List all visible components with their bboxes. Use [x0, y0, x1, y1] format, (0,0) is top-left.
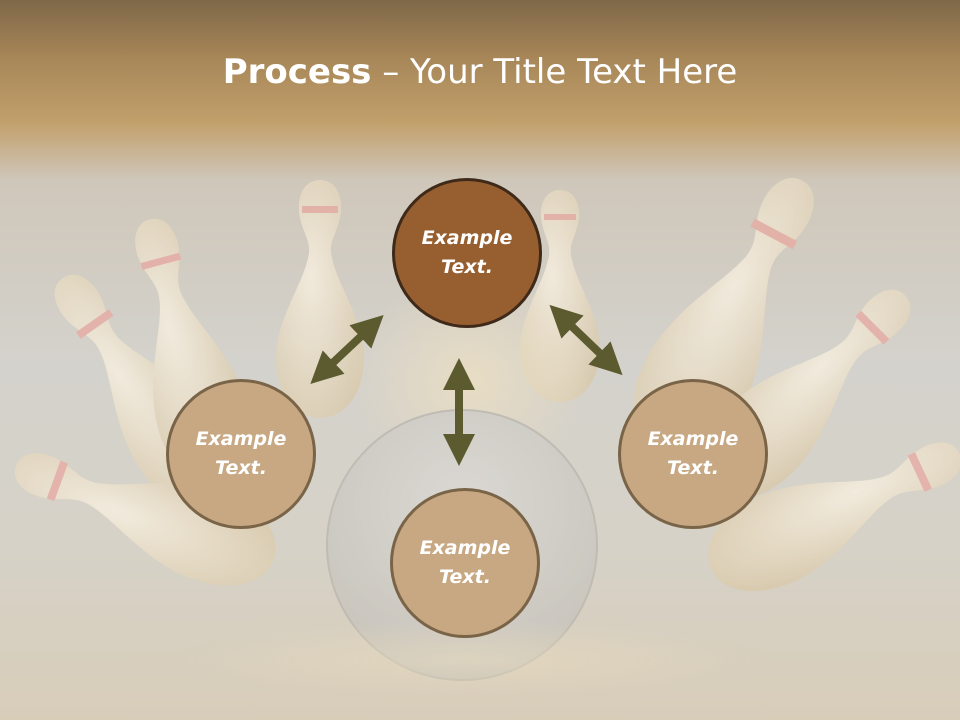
node-top-label: Example Text.: [421, 227, 513, 278]
title-bold: Process: [222, 52, 372, 92]
node-top: Example Text.: [392, 178, 542, 328]
node-left: Example Text.: [166, 379, 316, 529]
node-right: Example Text.: [618, 379, 768, 529]
bowling-pin-icon: [708, 442, 960, 592]
title-rest: – Your Title Text Here: [371, 52, 738, 92]
node-left-label: Example Text.: [195, 428, 287, 479]
slide-title: Process – Your Title Text Here: [0, 52, 960, 92]
double-arrow-icon: [549, 304, 623, 376]
bowling-pin-icon: [14, 453, 276, 586]
node-right-label: Example Text.: [647, 428, 739, 479]
double-arrow-icon: [310, 315, 384, 384]
node-bottom: Example Text.: [390, 488, 540, 638]
node-bottom-label: Example Text.: [419, 537, 511, 588]
